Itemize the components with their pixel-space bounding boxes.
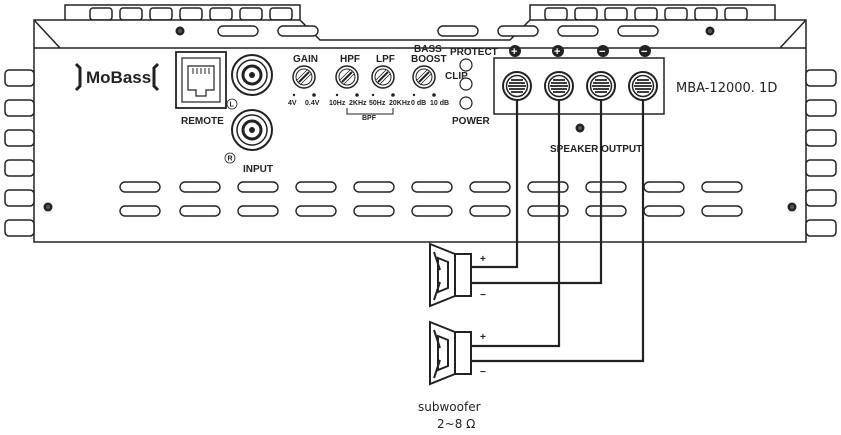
sub1-negative-mark: − bbox=[480, 290, 486, 301]
terminal-1-polarity: + bbox=[511, 46, 517, 58]
input-right-marker: R bbox=[228, 156, 233, 163]
clip-label: CLIP bbox=[445, 71, 468, 82]
lpf-knob[interactable] bbox=[371, 65, 395, 89]
remote-label: REMOTE bbox=[181, 116, 224, 127]
vent-slots-top bbox=[217, 25, 659, 37]
brand-logo: MoBass bbox=[74, 62, 160, 92]
speaker-wires bbox=[470, 100, 645, 363]
gain-max-label: 0.4V bbox=[305, 100, 320, 107]
boost-max-label: 10 dB bbox=[430, 100, 449, 107]
protect-led bbox=[459, 58, 473, 72]
speaker-terminal-1[interactable] bbox=[502, 71, 532, 101]
gain-label: GAIN bbox=[293, 54, 318, 65]
terminal-markers: + + − − bbox=[509, 45, 651, 58]
brand-logo-text: MoBass bbox=[86, 68, 151, 87]
subwoofer-2 bbox=[429, 320, 472, 386]
hpf-max-label: 2KHz bbox=[349, 100, 367, 107]
sub2-negative-mark: − bbox=[480, 367, 486, 378]
subwoofer-impedance: 2~8 Ω bbox=[437, 417, 475, 431]
terminal-2-polarity: + bbox=[554, 46, 560, 58]
terminal-3-polarity: − bbox=[599, 46, 605, 58]
lpf-label: LPF bbox=[376, 54, 395, 65]
rca-input-right[interactable] bbox=[231, 109, 273, 151]
rca-input-left[interactable] bbox=[231, 54, 273, 96]
hpf-min-label: 10Hz bbox=[329, 100, 346, 107]
speaker-terminal-2[interactable] bbox=[544, 71, 574, 101]
clip-led bbox=[459, 77, 473, 91]
sub1-positive-mark: + bbox=[480, 254, 486, 265]
sub2-positive-mark: + bbox=[480, 332, 486, 343]
hpf-knob[interactable] bbox=[335, 65, 359, 89]
gain-knob[interactable] bbox=[292, 65, 316, 89]
hpf-label: HPF bbox=[340, 54, 360, 65]
bpf-bracket bbox=[346, 108, 394, 115]
speaker-output-label: SPEAKER OUTPUT bbox=[550, 144, 642, 155]
knob-range-dots bbox=[292, 93, 436, 97]
protect-label: PROTECT bbox=[450, 47, 498, 58]
terminal-4-polarity: − bbox=[641, 46, 647, 58]
remote-port[interactable] bbox=[175, 51, 227, 109]
power-led bbox=[459, 96, 473, 110]
bpf-label: BPF bbox=[362, 115, 377, 122]
subwoofer-label: subwoofer bbox=[418, 400, 481, 414]
subwoofer-1 bbox=[429, 242, 472, 308]
model-label: MBA-12000. 1D bbox=[676, 81, 777, 96]
boost-min-label: 0 dB bbox=[411, 100, 426, 107]
speaker-terminal-3[interactable] bbox=[586, 71, 616, 101]
bass-label: BASS bbox=[414, 44, 442, 55]
speaker-terminal-4[interactable] bbox=[628, 71, 658, 101]
power-label: POWER bbox=[452, 116, 491, 127]
boost-label: BOOST bbox=[411, 54, 447, 65]
bass-boost-knob[interactable] bbox=[412, 65, 436, 89]
gain-min-label: 4V bbox=[288, 100, 297, 107]
lpf-min-label: 50Hz bbox=[369, 100, 386, 107]
input-label: INPUT bbox=[243, 164, 273, 175]
lpf-max-label: 20KHz bbox=[389, 100, 411, 107]
input-left-marker: L bbox=[230, 102, 235, 109]
